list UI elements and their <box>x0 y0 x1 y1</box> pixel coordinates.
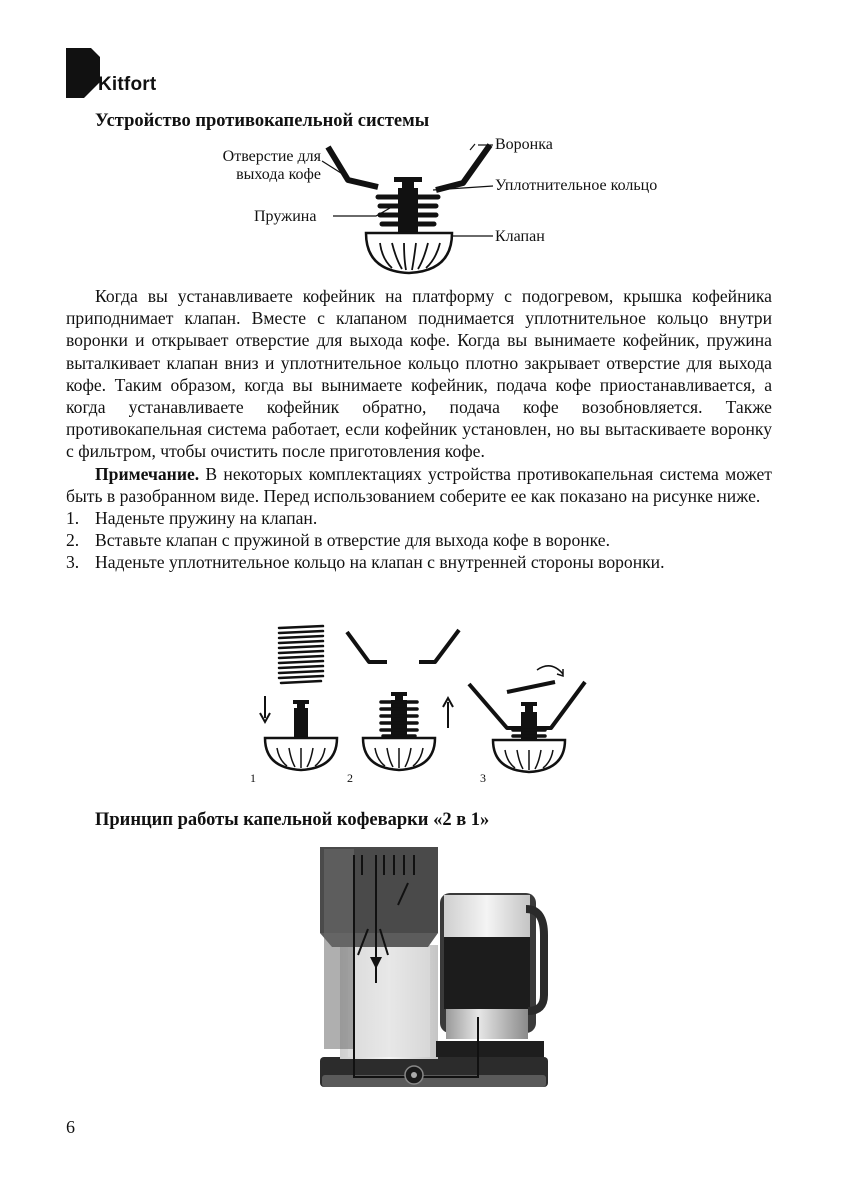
page-number: 6 <box>66 1117 75 1138</box>
figure-label-2: 2 <box>347 771 353 786</box>
assembly-step-2 <box>347 630 459 770</box>
figure-label-1: 1 <box>250 771 256 786</box>
assembly-step-3 <box>469 666 585 772</box>
label-coffee-outlet: Отверстие для выхода кофе <box>205 148 321 184</box>
assembly-figure <box>245 620 595 790</box>
paragraph-note: Примечание. В некоторых комплектациях ус… <box>66 463 772 507</box>
label-funnel: Воронка <box>495 136 553 154</box>
assembly-steps: 1.Наденьте пружину на клапан. 2.Вставьте… <box>66 507 772 574</box>
coffee-maker-illustration <box>318 845 550 1095</box>
label-valve: Клапан <box>495 228 545 246</box>
body-text: Когда вы устанавливаете кофейник на плат… <box>66 285 772 574</box>
list-item: 1.Наденьте пружину на клапан. <box>66 507 772 529</box>
diagram-leader-lines <box>0 0 842 300</box>
label-spring: Пружина <box>254 208 316 226</box>
label-sealing-ring: Уплотнительное кольцо <box>495 177 657 195</box>
figure-label-3: 3 <box>480 771 486 786</box>
note-label: Примечание. <box>95 464 199 484</box>
list-item: 2.Вставьте клапан с пружиной в отверстие… <box>66 529 772 551</box>
section-title-principle: Принцип работы капельной кофеварки «2 в … <box>95 810 489 831</box>
assembly-step-1 <box>260 626 337 770</box>
paragraph-description: Когда вы устанавливаете кофейник на плат… <box>66 285 772 463</box>
list-item: 3.Наденьте уплотнительное кольцо на клап… <box>66 551 772 573</box>
